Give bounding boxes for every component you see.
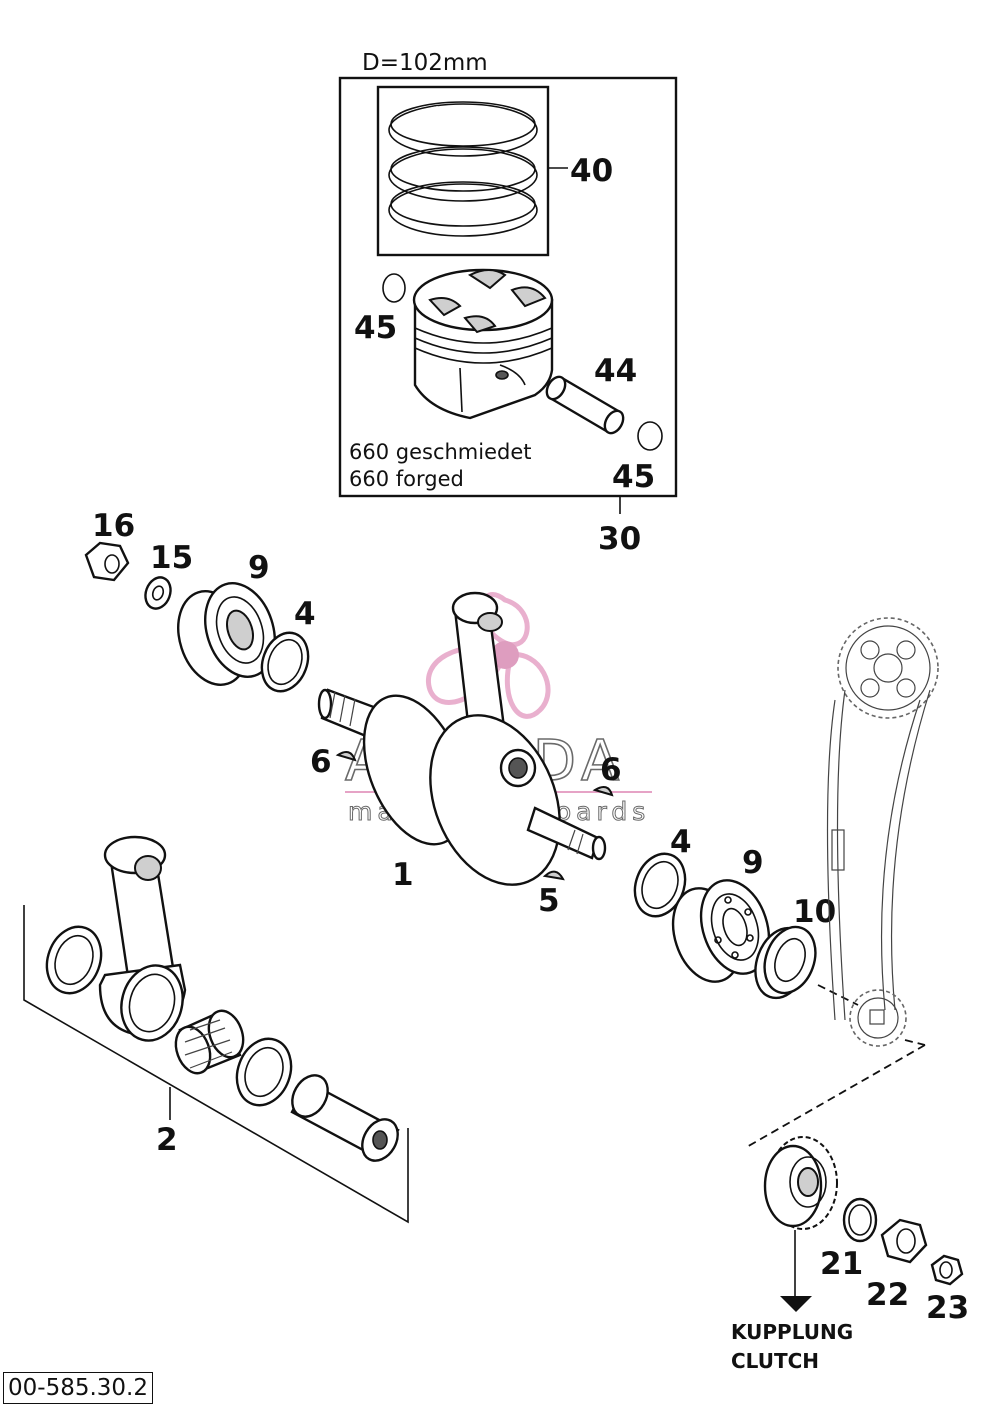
clutch-arrow-icon: [780, 1296, 812, 1312]
piston-icon: [412, 268, 554, 420]
callout-2: 2: [156, 1122, 178, 1158]
callout-9-left: 9: [248, 550, 270, 586]
callout-16: 16: [92, 508, 135, 544]
circlip-right-icon: [637, 421, 663, 451]
piston-rings-box: [376, 85, 550, 257]
callout-9-right: 9: [742, 845, 764, 881]
drawing-code: 00-585.30.2: [3, 1372, 153, 1404]
callout-45-left: 45: [354, 310, 397, 346]
shim-right-icon: [633, 852, 687, 918]
collar-nut-icon: [930, 1254, 964, 1286]
piston-box: D=102mm 40: [338, 50, 678, 498]
callout-1: 1: [392, 857, 414, 893]
callout-21: 21: [820, 1246, 863, 1282]
clutch-label-en: CLUTCH: [731, 1349, 819, 1373]
shim-left-icon: [260, 631, 310, 693]
woodruff-key-5-icon: [542, 870, 565, 881]
callout-45-right: 45: [612, 459, 655, 495]
oil-seal-icon: [754, 925, 817, 1000]
clutch-gear-icon: [763, 1136, 838, 1230]
nut-icon: [84, 541, 130, 582]
piston-diameter-label: D=102mm: [362, 50, 488, 76]
callout-6-left: 6: [310, 744, 332, 780]
timing-chain-icon: [826, 617, 939, 1047]
callout-22: 22: [866, 1277, 909, 1313]
piston-rings-icon: [388, 101, 538, 237]
callout-6-right: 6: [600, 752, 622, 788]
callout-44: 44: [594, 353, 637, 389]
woodruff-key-right-icon: [592, 785, 614, 797]
bearing-right-icon: [671, 879, 771, 983]
callout-23: 23: [926, 1290, 969, 1326]
callout-30: 30: [598, 521, 641, 557]
callout-4-right: 4: [670, 824, 692, 860]
piston-note-de: 660 geschmiedet: [349, 440, 532, 464]
callout-4-left: 4: [294, 596, 316, 632]
bearing-left-icon: [177, 578, 276, 686]
callout-15: 15: [150, 540, 193, 576]
callout-40: 40: [570, 153, 613, 189]
retaining-ring-icon: [842, 1197, 878, 1243]
washer-icon: [144, 576, 172, 610]
circlip-left-icon: [382, 273, 406, 303]
conrod-set-icon: [23, 835, 409, 1224]
piston-pin-icon: [545, 375, 625, 435]
gear-nut-icon: [880, 1218, 928, 1264]
crankshaft-icon: [317, 591, 607, 886]
callout-5: 5: [538, 883, 560, 919]
clutch-label-de: KUPPLUNG: [731, 1320, 853, 1344]
woodruff-key-left-icon: [335, 750, 357, 762]
piston-note-en: 660 forged: [349, 467, 464, 491]
